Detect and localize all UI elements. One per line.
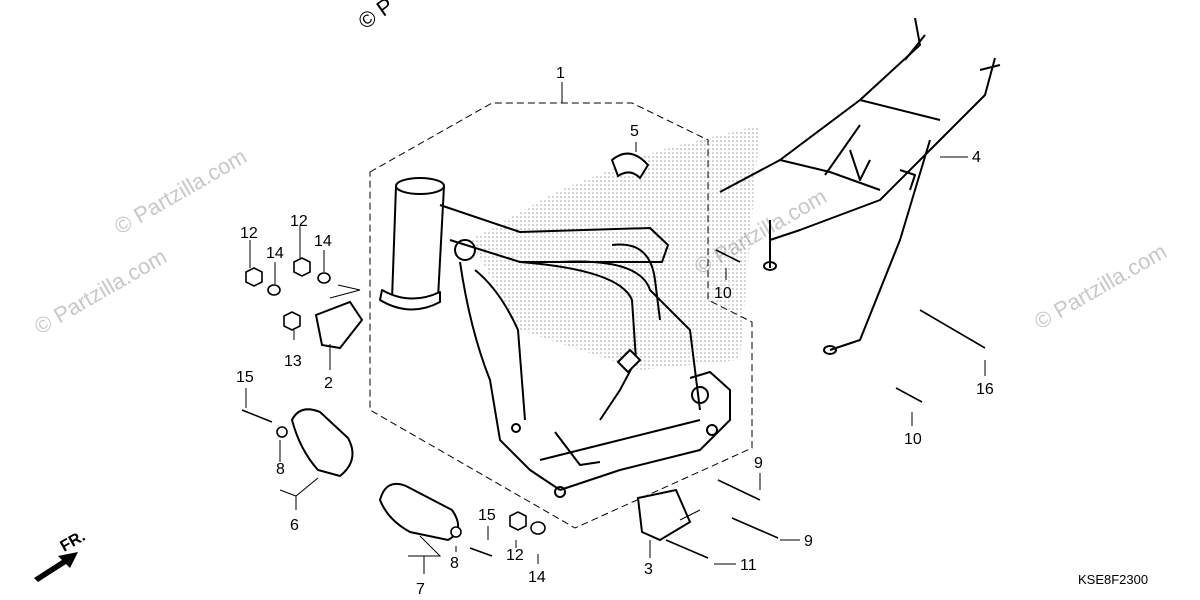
part-7-guard [378, 482, 459, 542]
diagram-code: KSE8F2300 [1078, 572, 1148, 587]
bolt-icon [665, 539, 709, 559]
arrow-icon [34, 552, 78, 582]
callout-15: 15 [478, 507, 496, 524]
leader-lines [245, 82, 986, 574]
callout-2: 2 [324, 375, 333, 392]
bolt-icon [895, 387, 923, 403]
callout-8: 8 [276, 461, 285, 478]
callout-1: 1 [556, 65, 565, 82]
bolt-icon [715, 249, 741, 263]
callout-3: 3 [644, 561, 653, 578]
bolt-icon [469, 547, 493, 557]
callout-10: 10 [714, 285, 732, 302]
watermark-text: © Partzilla.com [110, 144, 251, 240]
front-label: FR. [58, 528, 89, 556]
callout-16: 16 [976, 381, 994, 398]
callout-13: 13 [284, 353, 302, 370]
nut-icon [293, 257, 311, 277]
callout-5: 5 [630, 123, 639, 140]
washer-icon [267, 284, 281, 296]
callout-11: 11 [740, 557, 757, 574]
bolt-icon [717, 479, 761, 501]
part-3-bracket [636, 488, 692, 542]
frame-shading [470, 125, 760, 370]
bolt-icon [241, 409, 273, 423]
callout-labels: 1 2 3 4 5 6 7 8 8 9 9 10 10 11 12 12 12 … [236, 65, 994, 598]
washer-icon [317, 272, 331, 284]
sub-frame [719, 17, 1001, 355]
callout-14: 14 [528, 569, 546, 586]
callout-12: 12 [506, 547, 524, 564]
part-2-bracket [314, 300, 364, 350]
callout-14: 14 [266, 245, 284, 262]
callout-12: 12 [290, 213, 308, 230]
callout-6: 6 [290, 517, 299, 534]
callout-8: 8 [450, 555, 459, 572]
front-arrow: FR. [34, 528, 88, 582]
watermark-text: © Partzilla.com [1030, 239, 1171, 335]
callout-12: 12 [240, 225, 258, 242]
washer-icon [276, 426, 288, 438]
nut-icon [509, 511, 527, 531]
watermark-text: © Partzilla.com [30, 244, 171, 340]
watermark-corner: © P [354, 0, 399, 34]
fasteners [241, 249, 986, 559]
bolt-icon [919, 309, 986, 349]
part-5-clamp [610, 152, 650, 180]
main-frame [379, 177, 731, 498]
callout-15: 15 [236, 369, 254, 386]
callout-10: 10 [904, 431, 922, 448]
nut-icon [283, 311, 301, 331]
callout-4: 4 [972, 149, 981, 166]
callout-9: 9 [754, 455, 763, 472]
callout-14: 14 [314, 233, 332, 250]
washer-icon [450, 526, 462, 538]
washer-icon [530, 521, 546, 535]
bolt-icon [731, 517, 779, 539]
part-6-guard [290, 408, 354, 478]
nut-icon [245, 267, 263, 287]
callout-9: 9 [804, 533, 813, 550]
callout-7: 7 [416, 581, 425, 598]
